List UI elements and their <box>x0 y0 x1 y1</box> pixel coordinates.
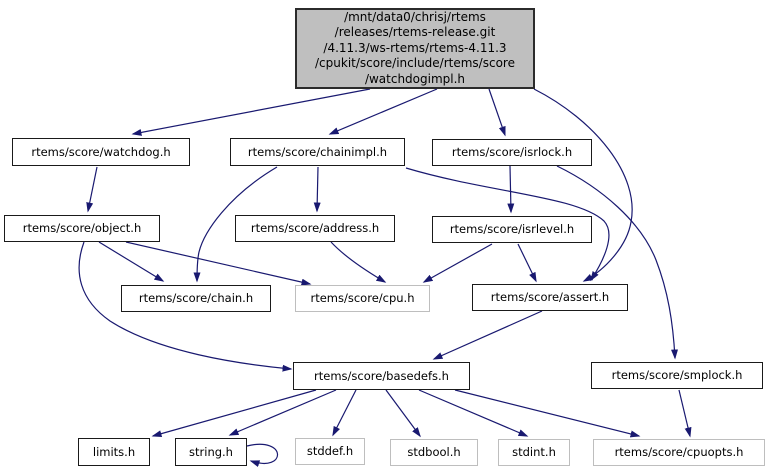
edge-watchdogimpl-to-chainimpl <box>328 88 438 135</box>
edge-chainimpl-to-chain <box>193 166 278 283</box>
edge-watchdogimpl-to-assert <box>533 88 633 282</box>
edge-isrlock-to-isrlevel <box>507 165 515 214</box>
node-basedefs[interactable]: rtems/score/basedefs.h <box>293 362 470 390</box>
node-chainimpl[interactable]: rtems/score/chainimpl.h <box>230 138 405 166</box>
edge-object-to-chain <box>98 241 165 282</box>
edge-object-to-basedefs <box>78 241 293 372</box>
node-stdbool: stdbool.h <box>390 439 478 466</box>
node-isrlock[interactable]: rtems/score/isrlock.h <box>432 139 592 166</box>
edge-string-self-loop <box>246 443 278 468</box>
node-isrlevel[interactable]: rtems/score/isrlevel.h <box>432 216 592 243</box>
node-address[interactable]: rtems/score/address.h <box>235 215 395 242</box>
edge-isrlevel-to-assert <box>517 243 537 283</box>
edge-watchdogimpl-to-watchdog <box>131 88 371 136</box>
node-watchdogimpl: /mnt/data0/chrisj/rtems /releases/rtems-… <box>295 8 535 89</box>
node-stddef: stddef.h <box>295 438 365 465</box>
node-cpu: rtems/score/cpu.h <box>295 285 430 312</box>
edge-chainimpl-to-address <box>313 166 321 213</box>
edge-address-to-cpu <box>330 241 387 283</box>
edge-isrlevel-to-cpu <box>422 243 493 283</box>
edge-smplock-to-cpuopts <box>678 389 692 438</box>
edge-basedefs-to-stddef <box>332 389 357 437</box>
node-object[interactable]: rtems/score/object.h <box>4 215 160 242</box>
edge-basedefs-to-cpuopts <box>454 389 641 438</box>
node-watchdog[interactable]: rtems/score/watchdog.h <box>12 138 190 166</box>
node-assert[interactable]: rtems/score/assert.h <box>472 284 628 311</box>
edge-chainimpl-to-assert <box>405 167 610 282</box>
edge-basedefs-to-stdbool <box>385 389 421 438</box>
edge-basedefs-to-limits <box>151 389 317 438</box>
edge-object-to-cpu <box>125 241 312 286</box>
node-chain[interactable]: rtems/score/chain.h <box>121 285 271 312</box>
node-stdint: stdint.h <box>498 439 570 466</box>
edge-watchdog-to-object <box>86 166 98 213</box>
edge-watchdogimpl-to-isrlock <box>488 88 506 137</box>
node-cpuopts: rtems/score/cpuopts.h <box>593 439 765 466</box>
edge-assert-to-basedefs <box>432 310 543 360</box>
node-smplock[interactable]: rtems/score/smplock.h <box>591 362 763 389</box>
edge-basedefs-to-string <box>228 389 337 436</box>
edge-basedefs-to-stdint <box>418 389 529 437</box>
node-string[interactable]: string.h <box>175 438 247 466</box>
edge-isrlock-to-smplock <box>556 165 679 360</box>
node-limits[interactable]: limits.h <box>78 438 150 466</box>
